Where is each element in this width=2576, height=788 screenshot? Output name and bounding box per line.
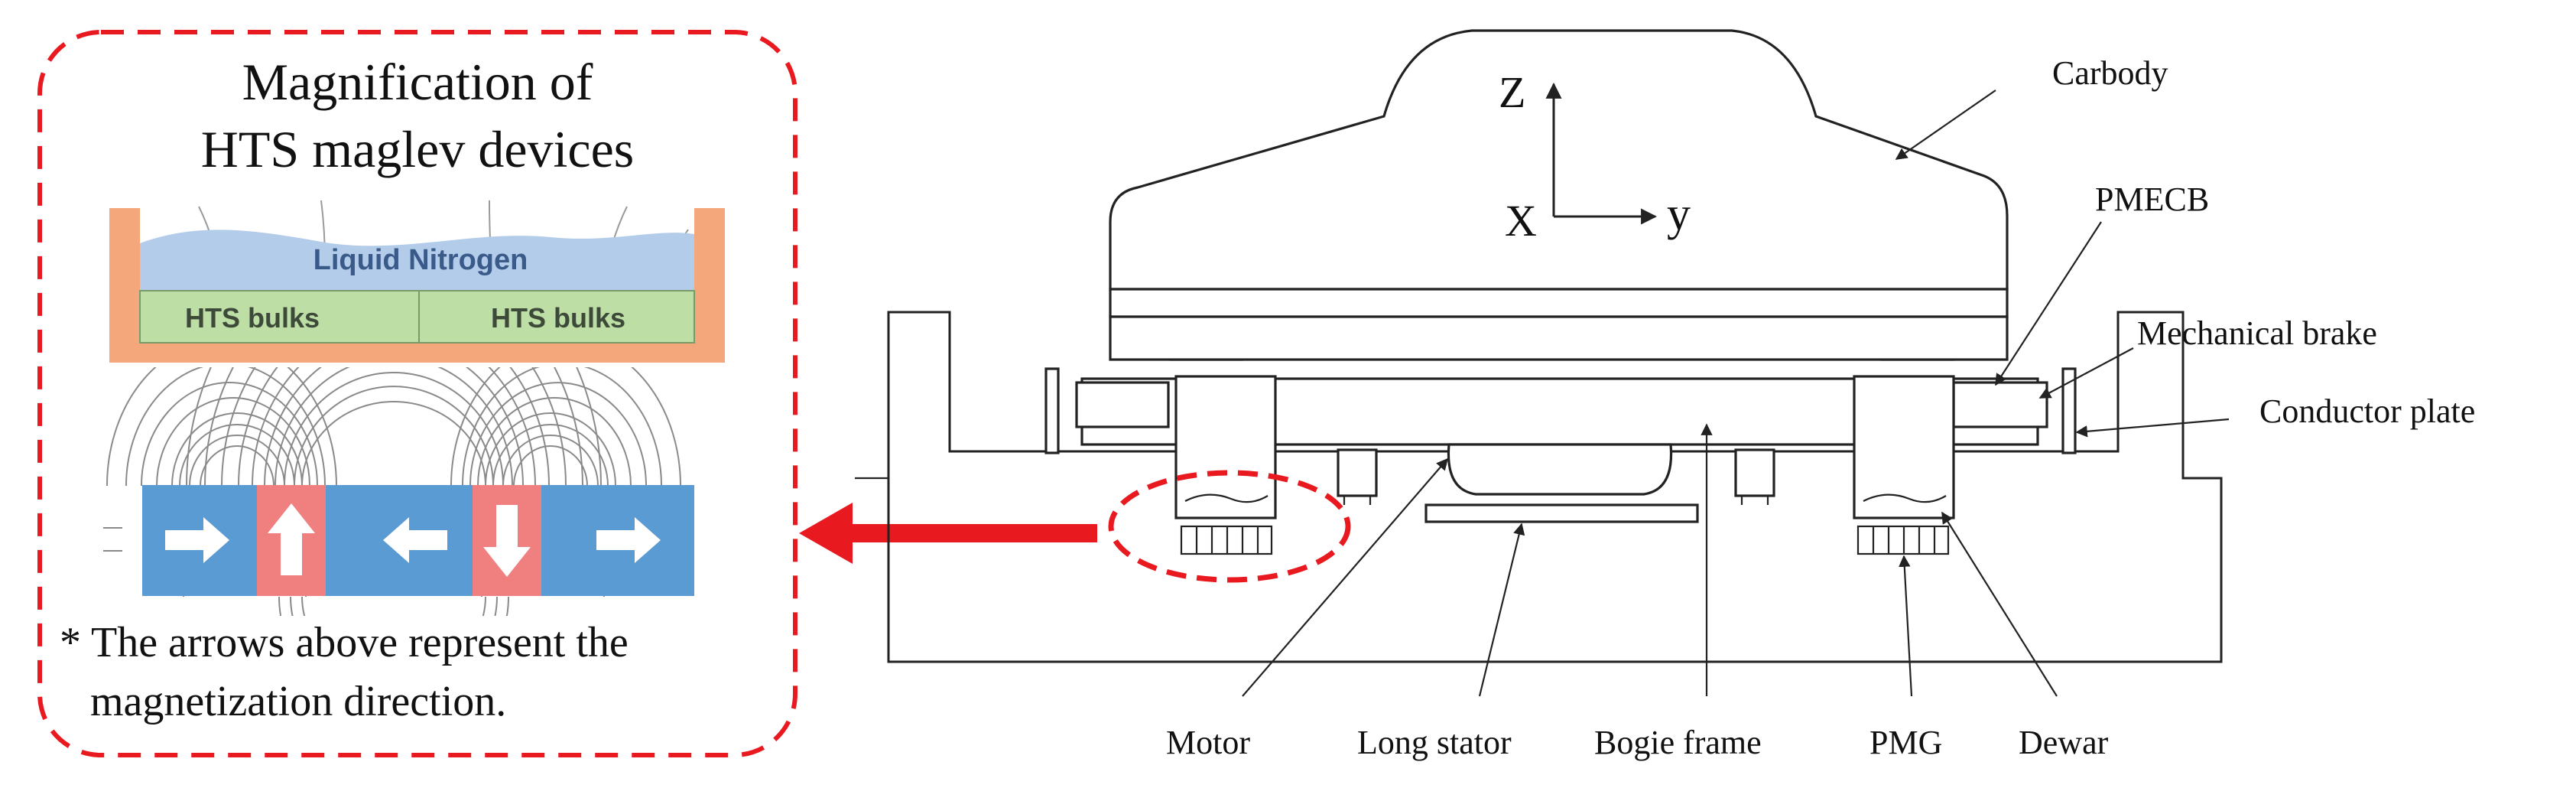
axis-x-label: X xyxy=(1505,196,1537,246)
note-line2: magnetization direction. xyxy=(90,678,506,725)
carbody-floor xyxy=(1109,288,2009,318)
pmg-blocks-left xyxy=(1180,525,1273,555)
axis-z-label: Z xyxy=(1499,67,1525,117)
guideway-inner-slope-left xyxy=(855,312,890,480)
magnetic-field-lines xyxy=(103,367,692,616)
bogie-end-right xyxy=(1952,381,2048,428)
label-pmecb: PMECB xyxy=(2095,181,2209,218)
dewar-right xyxy=(1853,375,1955,519)
leader-lines xyxy=(1242,90,2230,697)
long-stator xyxy=(1424,503,1699,523)
bogie-end-left xyxy=(1075,381,1170,428)
conductor-plate-left xyxy=(1044,367,1060,454)
motor-unit-left xyxy=(1337,448,1378,497)
arrow-right-icon xyxy=(596,517,661,563)
hts-bulk-left-label: HTS bulks xyxy=(185,302,320,334)
label-carbody: Carbody xyxy=(2052,54,2168,92)
label-conductor-plate: Conductor plate xyxy=(2259,392,2475,430)
dewar-left xyxy=(1174,375,1277,519)
note-line1: * The arrows above represent the xyxy=(60,619,629,666)
coordinate-axes: Z X y xyxy=(1499,67,1691,246)
guideway-base xyxy=(887,311,2223,663)
label-pmg: PMG xyxy=(1869,724,1942,761)
label-long-stator: Long stator xyxy=(1357,724,1512,761)
arrow-left-icon xyxy=(383,517,447,563)
label-motor: Motor xyxy=(1166,724,1250,761)
carbody-lower-plate xyxy=(1109,315,2009,361)
label-mechanical-brake: Mechanical brake xyxy=(2137,314,2377,352)
magnification-pointer-arrow xyxy=(799,503,1097,564)
pmg-blocks-right xyxy=(1856,525,1950,555)
maglev-vehicle-drawing: Z X y Carbody PMECB Mechanical brake Con… xyxy=(855,29,2475,761)
magnification-inset: Magnification of HTS maglev devices Liqu… xyxy=(37,30,797,757)
arrow-up-icon xyxy=(268,503,315,575)
pmg-highlight-ellipse xyxy=(1108,470,1351,583)
arrow-right-icon xyxy=(165,517,229,563)
label-dewar: Dewar xyxy=(2019,724,2109,761)
pmg-magnet-array xyxy=(142,485,694,596)
hts-bulk-right-label: HTS bulks xyxy=(491,302,625,334)
inset-title-line1: Magnification of xyxy=(242,53,593,111)
conductor-plate-right xyxy=(2061,367,2077,454)
inset-dashed-frame xyxy=(37,30,797,757)
liquid-nitrogen-container: Liquid Nitrogen HTS bulks HTS bulks xyxy=(109,208,725,363)
inset-title-line2: HTS maglev devices xyxy=(201,120,635,178)
hts-bulk-left xyxy=(139,290,420,344)
linear-motor-body xyxy=(1447,443,1673,496)
axis-y-label: y xyxy=(1667,188,1691,240)
liquid-nitrogen-label: Liquid Nitrogen xyxy=(313,244,528,276)
motor-unit-right xyxy=(1734,448,1775,497)
arrow-down-icon xyxy=(483,505,531,577)
carbody xyxy=(1109,29,2009,291)
label-bogie-frame: Bogie frame xyxy=(1594,724,1762,761)
hts-bulk-right xyxy=(418,290,695,344)
